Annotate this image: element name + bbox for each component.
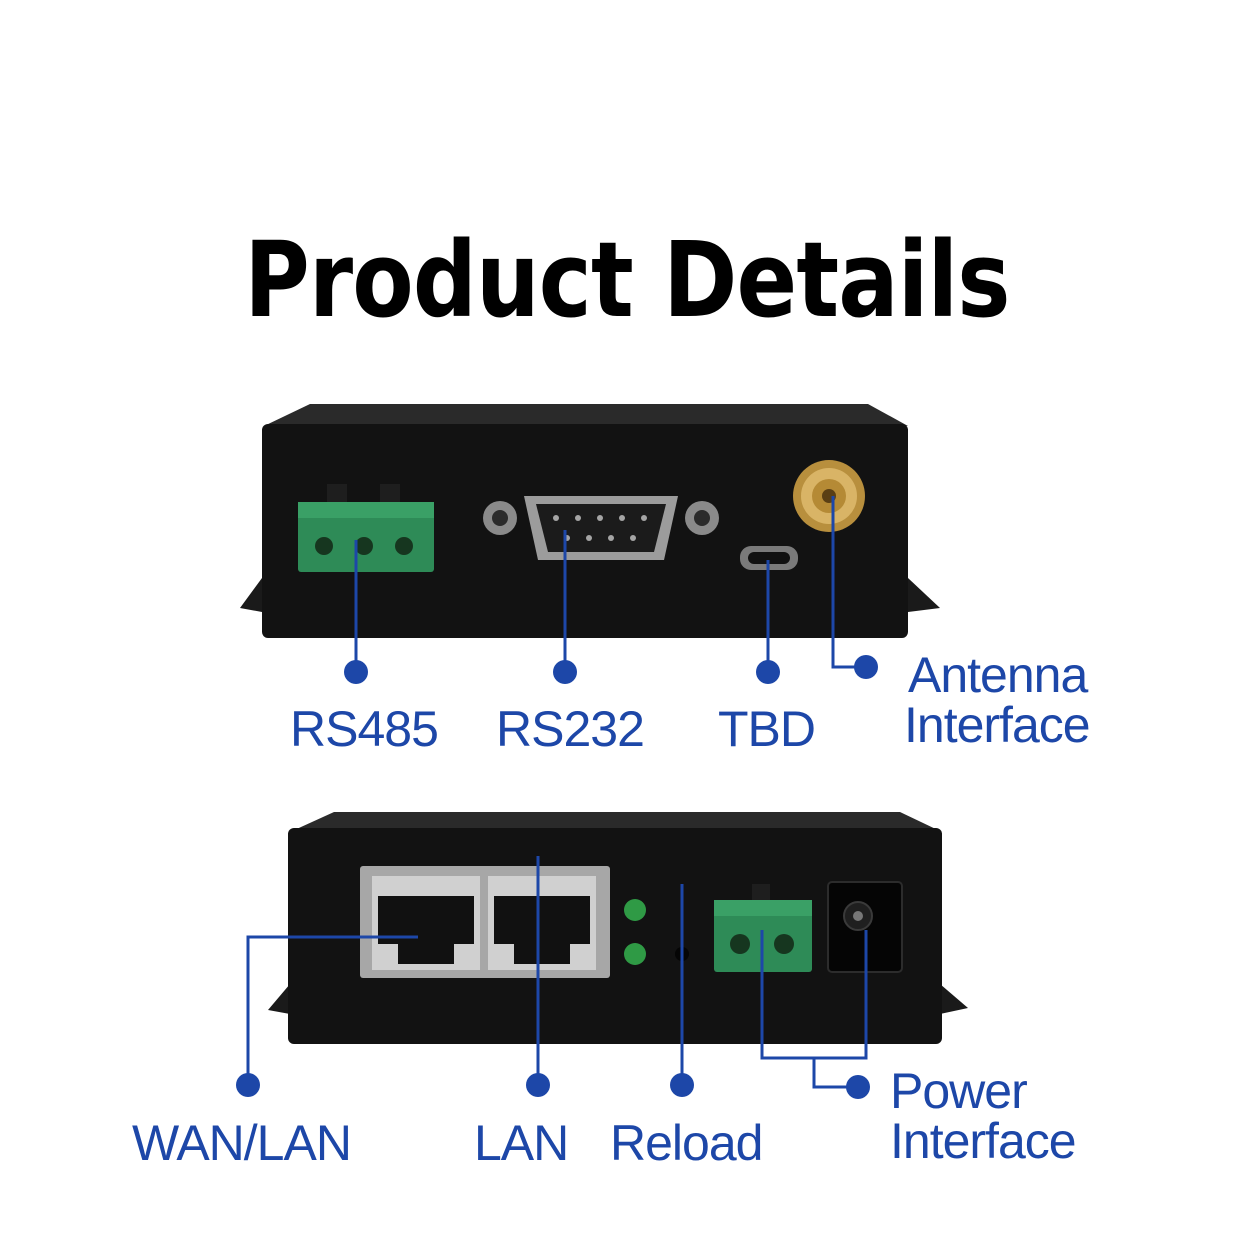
page-title: Product Details	[244, 219, 1010, 341]
micro-usb-icon	[740, 546, 798, 570]
label-power-line2: Interface	[890, 1113, 1077, 1169]
label-lan: LAN	[474, 1115, 569, 1171]
mount-ear-left	[240, 578, 262, 612]
front-callout-lines	[354, 496, 866, 672]
front-device	[240, 404, 940, 638]
label-antenna-line2: Interface	[904, 697, 1091, 753]
led-icon	[624, 899, 646, 965]
label-reload: Reload	[610, 1115, 763, 1171]
label-rs232: RS232	[496, 701, 645, 757]
rj45-port-icon	[360, 866, 610, 978]
mount-ear-right	[908, 578, 940, 612]
label-wan-lan: WAN/LAN	[132, 1115, 352, 1171]
back-callout-lines	[246, 856, 868, 1089]
device-top-lid	[290, 812, 942, 832]
label-antenna-line1: Antenna	[908, 647, 1088, 703]
mount-ear-left	[268, 984, 290, 1014]
mount-ear-right	[940, 984, 968, 1014]
db9-connector-icon	[483, 496, 719, 560]
device-top-lid	[264, 404, 908, 426]
front-callout-dots	[344, 655, 878, 684]
label-tbd: TBD	[718, 701, 816, 757]
sma-antenna-icon	[793, 460, 865, 532]
terminal-block-icon	[298, 484, 434, 572]
label-power-line1: Power	[890, 1063, 1028, 1119]
back-callout-dots	[236, 1073, 870, 1099]
dc-jack-icon	[827, 881, 903, 973]
label-rs485: RS485	[290, 701, 439, 757]
back-device	[268, 812, 968, 1044]
